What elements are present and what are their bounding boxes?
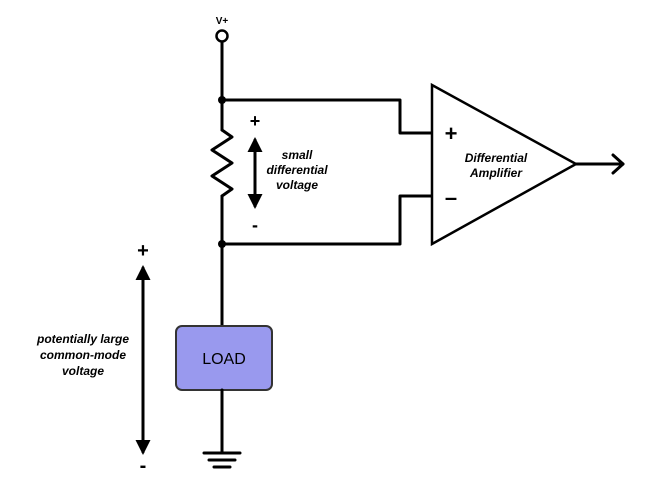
cm-label-line1: potentially large	[36, 332, 129, 346]
output-arrow-icon	[611, 153, 625, 175]
cm-label-line3: voltage	[62, 364, 104, 378]
diff-label-line2: differential	[266, 163, 328, 177]
amp-minus-sign: –	[445, 185, 457, 210]
load-label: LOAD	[202, 351, 246, 368]
ground-icon	[202, 451, 242, 469]
resistor	[210, 128, 234, 198]
diff-label-line3: voltage	[276, 178, 318, 192]
cm-label-line2: common-mode	[40, 348, 126, 362]
diff-minus-sign: -	[252, 215, 258, 235]
supply-terminal	[215, 29, 229, 43]
amp-plus-sign: +	[445, 121, 458, 146]
amplifier-label-line1: Differential	[465, 151, 528, 165]
plus-input-wire	[220, 98, 434, 135]
diff-label-line1: small	[282, 148, 313, 162]
supply-label: V+	[216, 16, 229, 27]
diff-plus-sign: +	[250, 111, 261, 131]
cm-plus-sign: +	[137, 240, 149, 262]
differential-amplifier	[430, 82, 579, 247]
cm-minus-sign: -	[140, 455, 147, 477]
minus-input-wire	[220, 194, 434, 246]
amplifier-label-line2: Amplifier	[469, 166, 523, 180]
load-box	[175, 325, 273, 391]
